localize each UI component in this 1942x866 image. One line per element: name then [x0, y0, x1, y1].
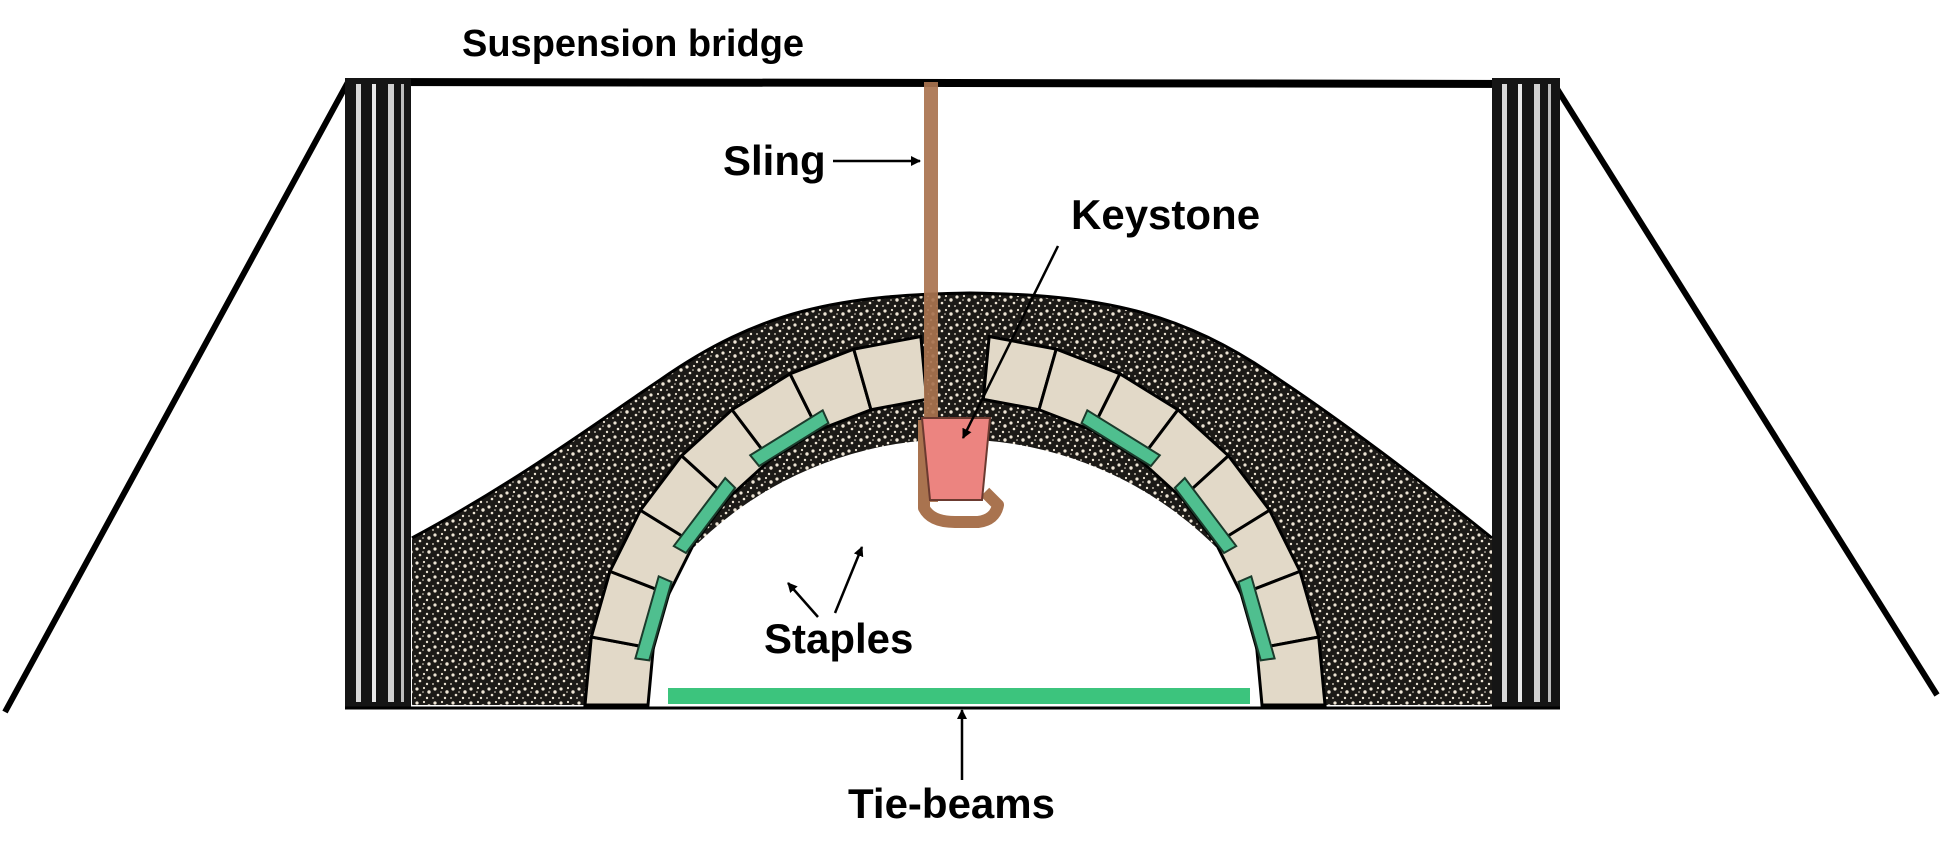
keystone: [920, 417, 992, 501]
label-suspension-bridge: Suspension bridge: [462, 23, 804, 65]
sling: [918, 82, 1004, 528]
label-tie-beams: Tie-beams: [848, 780, 1055, 827]
staples-arrow-right-icon: [833, 546, 864, 614]
voussoir: [851, 334, 929, 412]
tie-beam: [668, 688, 1250, 704]
staple: [1237, 574, 1276, 662]
label-staples: Staples: [764, 615, 913, 662]
staples: [634, 408, 1276, 662]
staple: [1080, 408, 1162, 468]
staple: [1173, 476, 1238, 555]
staples-arrow-left-icon: [787, 582, 819, 618]
left-tower-icon: [345, 78, 411, 708]
voussoir-ring: [583, 334, 1327, 707]
right-stay-line: [1551, 82, 1940, 697]
right-tower-icon: [1492, 78, 1560, 708]
staple: [672, 476, 737, 555]
rubble-fill: [411, 291, 1493, 705]
bridge-deck-line: [347, 78, 1555, 88]
suspension-bridge: [2, 78, 1940, 714]
label-keystone: Keystone: [1071, 191, 1260, 238]
label-sling: Sling: [723, 137, 826, 184]
staple: [748, 408, 830, 468]
left-stay-line: [2, 80, 351, 714]
annotation-arrows: [787, 156, 1060, 780]
staple: [634, 574, 673, 662]
keystone-arrow-icon: [961, 245, 1060, 439]
